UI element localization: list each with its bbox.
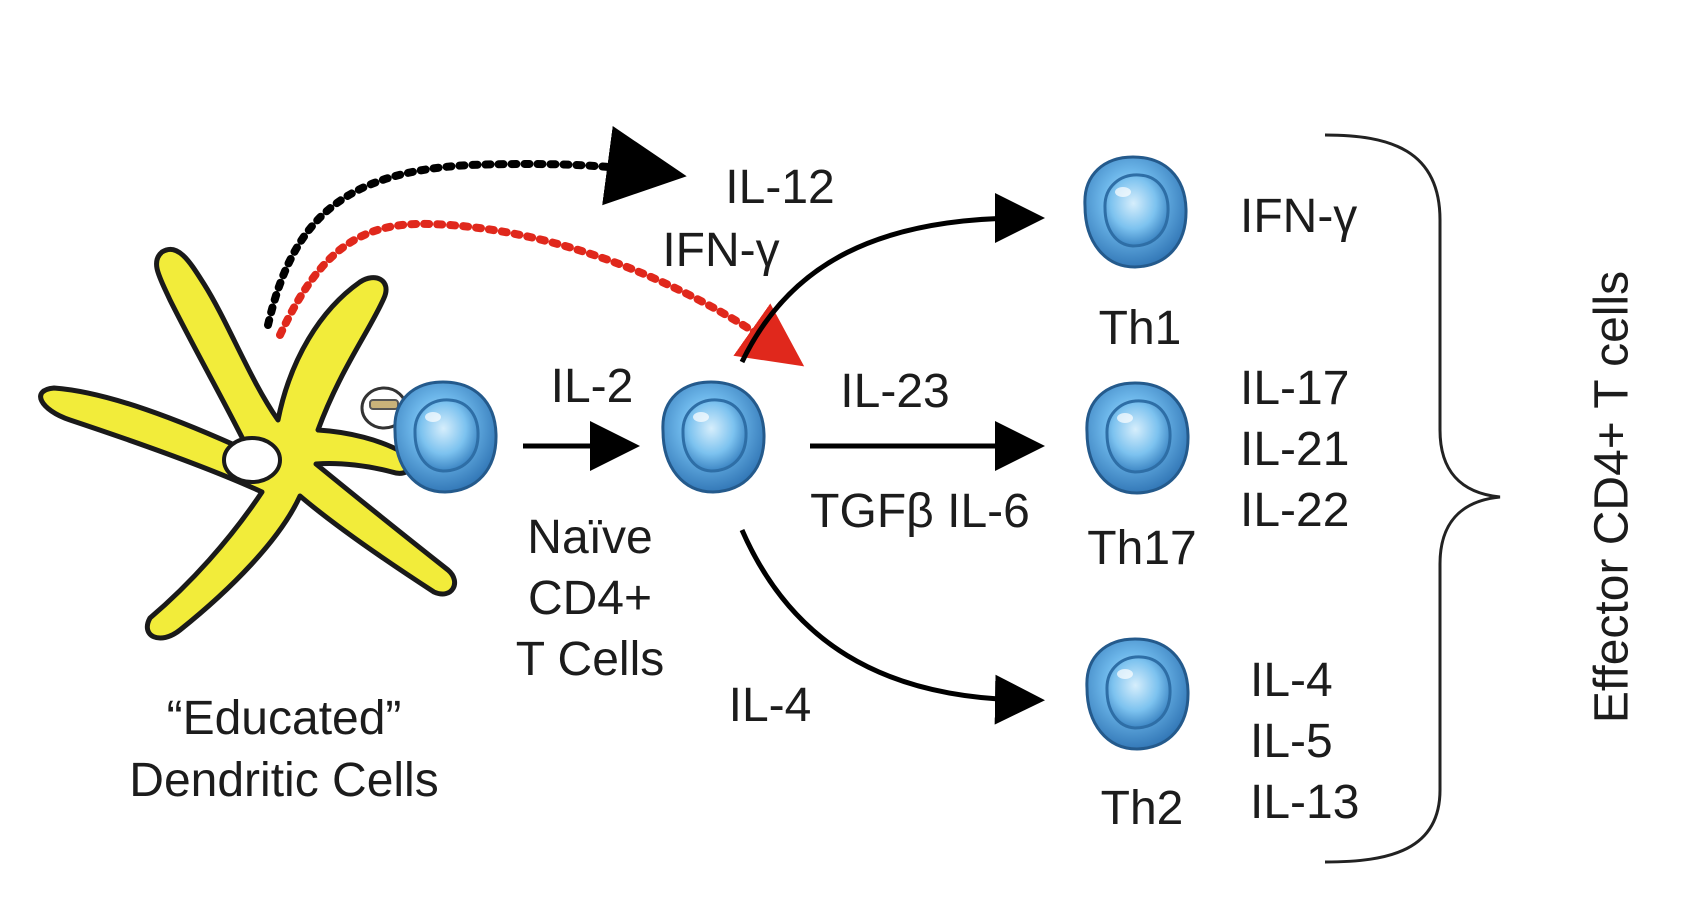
arrow-to-th2 <box>739 528 1045 725</box>
th17-cell-icon <box>1085 381 1190 495</box>
subset-name-th17: Th17 <box>1087 522 1197 575</box>
label-il23: IL-23 <box>840 365 950 418</box>
label-il4-mid: IL-4 <box>728 679 812 732</box>
effector-cd4-label: Effector CD4+ T cells <box>1585 270 1639 724</box>
arrow-red-dotted <box>276 219 805 367</box>
t-cell-icon <box>393 380 498 494</box>
subset-name-th1: Th1 <box>1098 302 1182 355</box>
th1-cytokine-ifng: IFN-γ <box>1240 190 1358 243</box>
naive-cd4-label: Naïve CD4+ T Cells <box>515 511 665 686</box>
arrow-to-th1 <box>739 193 1045 364</box>
label-il12: IL-12 <box>725 161 835 214</box>
subset-name-th2: Th2 <box>1100 782 1184 835</box>
arrow-il12-dotted <box>264 126 687 329</box>
naive-t-cell-icon <box>661 380 766 494</box>
educated-dc-label: “Educated” Dendritic Cells <box>129 692 439 807</box>
th2-cytokines: IL-4 IL-5 IL-13 <box>1250 654 1360 829</box>
effector-brace <box>1324 133 1501 864</box>
label-il2: IL-2 <box>550 360 634 413</box>
label-ifng-mid: IFN-γ <box>662 224 780 277</box>
dendritic-cell-icon <box>38 246 457 641</box>
label-tgfb-il6: TGFβ IL-6 <box>810 485 1030 538</box>
th17-cytokines: IL-17 IL-21 IL-22 <box>1240 362 1350 537</box>
th1-cell-icon <box>1083 155 1188 269</box>
th2-cell-icon <box>1085 637 1190 751</box>
